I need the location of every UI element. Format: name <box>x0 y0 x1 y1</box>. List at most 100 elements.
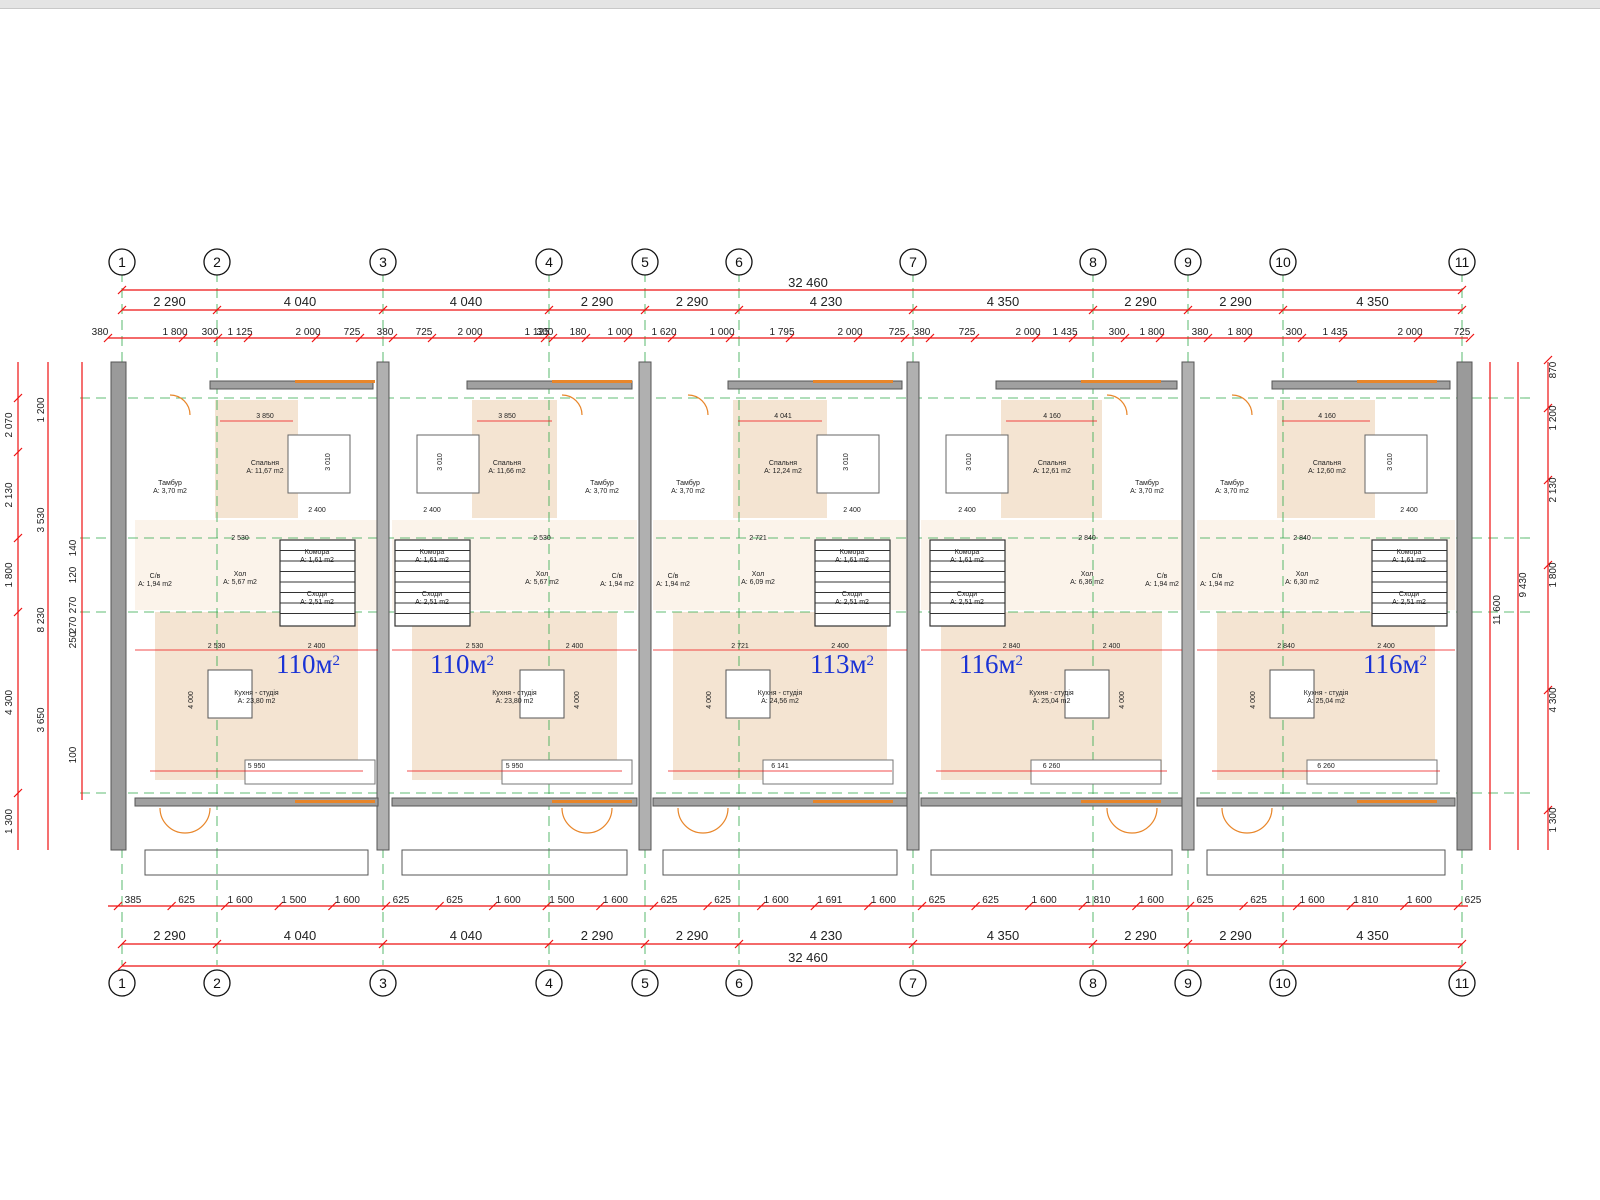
stair-outline <box>814 539 891 627</box>
axis-dimension-label: 4 040 <box>284 294 317 309</box>
window <box>295 380 375 383</box>
detail-dimension-label: 625 <box>1465 895 1482 906</box>
bedroom-label: Спальня <box>493 460 521 467</box>
internal-dimension-label: 4 000 <box>188 691 195 709</box>
unit-area-value: 113м <box>810 649 867 679</box>
dimension-tick <box>1543 560 1553 570</box>
internal-dimension-label: 2 530 <box>533 535 551 542</box>
axis-bubble <box>108 248 136 276</box>
door-swing-arc <box>1231 394 1253 416</box>
axis-dimension-label: 2 290 <box>153 928 186 943</box>
detail-dimension-label: 1 600 <box>1139 895 1164 906</box>
axis-dimension-label: 2 290 <box>676 928 709 943</box>
internal-dimension-label: 3 850 <box>498 413 516 420</box>
detail-dimension-label: 2 000 <box>1397 327 1422 338</box>
right-dimension-label: 1 800 <box>1548 562 1559 587</box>
dimension-tick <box>908 939 918 949</box>
kitchen-floor <box>412 612 617 780</box>
dining-table <box>1064 669 1110 719</box>
stairs-area-label: A: 2,51 m2 <box>1392 599 1426 606</box>
internal-dimension-label: 3 010 <box>437 453 444 471</box>
kitchen-area-label: A: 23,80 m2 <box>238 698 276 705</box>
dimension-tick <box>117 961 127 971</box>
door-swing-arc <box>687 394 709 416</box>
dimension-tick <box>1203 333 1213 343</box>
axis-dimension-label: 4 040 <box>450 928 483 943</box>
dimension-tick <box>1155 333 1165 343</box>
vestibule-area-label: A: 3,70 m2 <box>1130 488 1164 495</box>
dimension-tick <box>117 305 127 315</box>
dimension-tick <box>925 333 935 343</box>
dimension-tick <box>435 901 445 911</box>
detail-dimension-label: 1 800 <box>1139 327 1164 338</box>
sofa <box>1030 759 1162 785</box>
dimension-tick <box>1078 901 1088 911</box>
internal-dimension-label: 2 530 <box>208 643 226 650</box>
staircase <box>279 539 356 627</box>
back-wall <box>209 380 374 390</box>
detail-dimension-label: 1 435 <box>1322 327 1347 338</box>
dimension-tick <box>581 333 591 343</box>
detail-dimension-label: 725 <box>1454 327 1471 338</box>
axis-bubble <box>899 248 927 276</box>
dimension-tick <box>1183 939 1193 949</box>
axis-label: 2 <box>213 254 221 270</box>
left-dimension-label: 8 230 <box>36 607 47 632</box>
axis-label: 9 <box>1184 975 1192 991</box>
wc-area-label: A: 1,94 m2 <box>1200 581 1234 588</box>
dimension-tick <box>13 447 23 457</box>
stairs-area-label: A: 2,51 m2 <box>300 599 334 606</box>
axis-bubble <box>1079 969 1107 997</box>
dimension-tick <box>640 939 650 949</box>
dimension-tick <box>488 901 498 911</box>
dimension-tick <box>970 333 980 343</box>
dimension-tick <box>212 939 222 949</box>
detail-dimension-label: 2 000 <box>457 327 482 338</box>
dimension-tick <box>1543 403 1553 413</box>
internal-dimension-label: 2 840 <box>1277 643 1295 650</box>
door-swing-arc <box>159 807 186 834</box>
wc-area-label: A: 1,94 m2 <box>1145 581 1179 588</box>
dimension-tick <box>355 333 365 343</box>
unit-area-label: 113м2 <box>810 649 874 679</box>
dimension-tick <box>381 901 391 911</box>
terrace-outline <box>662 849 898 876</box>
window <box>1357 380 1437 383</box>
sofa <box>762 759 894 785</box>
internal-dimension-label: 4 000 <box>574 691 581 709</box>
internal-dimension-label: 2 530 <box>466 643 484 650</box>
left-dimension-label: 270 <box>68 596 79 613</box>
axis-bubble <box>725 248 753 276</box>
detail-dimension-label: 1 810 <box>1085 895 1110 906</box>
dimension-tick <box>734 939 744 949</box>
internal-dimension-label: 3 010 <box>1387 453 1394 471</box>
internal-dimension-label: 3 010 <box>966 453 973 471</box>
unit-area-superscript: 2 <box>867 653 875 669</box>
detail-dimension-label: 1 600 <box>1407 895 1432 906</box>
axis-label: 6 <box>735 975 743 991</box>
unit-area-value: 110м <box>276 649 333 679</box>
bed <box>816 434 880 494</box>
internal-dimension-label: 4 000 <box>1250 691 1257 709</box>
internal-dimension-label: 2 400 <box>308 507 326 514</box>
wc-area-label: A: 1,94 m2 <box>600 581 634 588</box>
axis-bubble <box>1174 969 1202 997</box>
axis-label: 5 <box>641 975 649 991</box>
left-dimension-label: 100 <box>68 746 79 763</box>
axis-dimension-label: 2 290 <box>581 294 614 309</box>
dimension-tick <box>1543 475 1553 485</box>
axis-dimension-label: 2 290 <box>1124 928 1157 943</box>
storage-area-label: A: 1,61 m2 <box>415 557 449 564</box>
door-swing-arc <box>1131 807 1158 834</box>
axis-label: 11 <box>1455 975 1470 991</box>
right-dimension-label: 870 <box>1548 361 1559 378</box>
dimension-tick <box>1292 901 1302 911</box>
right-dimension-label: 2 130 <box>1548 477 1559 502</box>
bedroom-label: Спальня <box>251 460 279 467</box>
overall-width-label: 32 460 <box>788 275 828 290</box>
dimension-tick <box>274 901 284 911</box>
detail-dimension-label: 380 <box>377 327 394 338</box>
detail-dimension-label: 300 <box>1286 327 1303 338</box>
dimension-tick <box>1465 333 1475 343</box>
